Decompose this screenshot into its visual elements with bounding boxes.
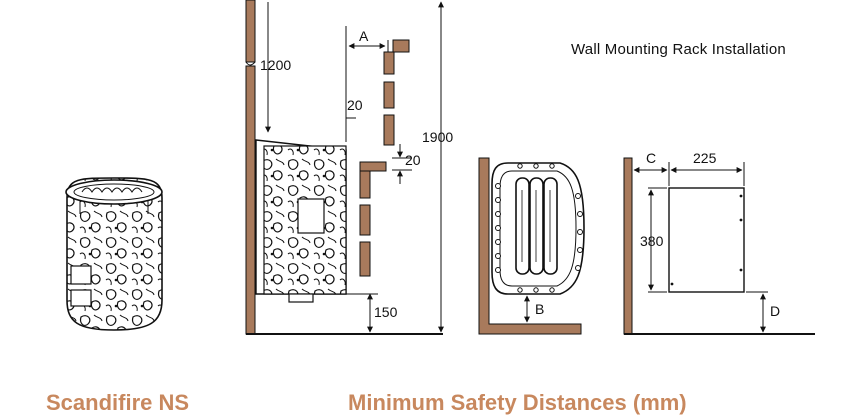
dim-20-side: 20 bbox=[347, 97, 363, 113]
side-wall bbox=[245, 0, 256, 63]
dim-380: 380 bbox=[640, 233, 664, 249]
heater-illustration bbox=[65, 177, 163, 331]
dim-1200: 1200 bbox=[260, 57, 291, 73]
mounting-rack bbox=[668, 187, 745, 293]
dim-d: D bbox=[770, 303, 780, 319]
top-view: B bbox=[478, 157, 585, 335]
side-view: 1200 A 20 20 1900 bbox=[245, 0, 453, 335]
dim-20-top: 20 bbox=[405, 152, 421, 168]
dim-b: B bbox=[535, 301, 544, 317]
dim-c: C bbox=[646, 150, 656, 166]
product-heading: Scandifire NS bbox=[46, 390, 190, 415]
front-view: C 225 380 D bbox=[623, 150, 815, 335]
dim-150: 150 bbox=[374, 304, 398, 320]
safety-distance-diagram: 1200 A 20 20 1900 bbox=[65, 0, 815, 335]
dim-1900: 1900 bbox=[422, 129, 453, 145]
install-title: Wall Mounting Rack Installation bbox=[571, 41, 786, 58]
distances-heading: Minimum Safety Distances (mm) bbox=[348, 390, 687, 415]
dim-225: 225 bbox=[693, 150, 717, 166]
dim-a: A bbox=[359, 28, 369, 44]
